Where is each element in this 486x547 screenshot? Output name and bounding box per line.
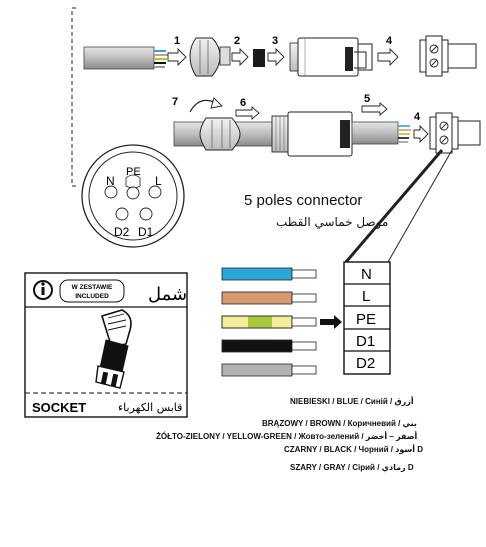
socket-arabic: قابس الكهرباء [118, 401, 182, 414]
wire-swatch-yellow-green [221, 315, 317, 329]
step-number-2: 2 [234, 35, 240, 47]
leader-line [344, 149, 444, 263]
cable-gland-nut [189, 37, 231, 77]
pin-label-l: L [155, 174, 162, 188]
legend-brown: BRĄZOWY / BROWN / Коричневий / بني [262, 419, 417, 428]
step-arrow-6 [235, 106, 260, 120]
connector-title-arabic: موصل خماسي القطب [276, 215, 388, 230]
legend-gray: SZARY / GRAY / Сірий / رمادي D [290, 463, 414, 472]
rubber-seal [253, 49, 265, 67]
thread-ring [271, 115, 289, 153]
step-arrow-1 [167, 47, 187, 67]
assembly-bracket [71, 7, 76, 187]
connector-body-assembled [287, 111, 399, 157]
step-number-1: 1 [174, 35, 180, 47]
connector-title: 5 poles connector [244, 192, 362, 209]
step-arrow-3 [267, 47, 285, 67]
wire-swatch-blue [221, 267, 317, 281]
step-arrow-5 [361, 102, 388, 116]
pinout-face [81, 144, 185, 248]
step-number-7: 7 [172, 96, 178, 108]
leader-line-2 [387, 149, 453, 263]
terminal-label-l: L [362, 288, 370, 305]
step-arrow-2 [231, 47, 249, 67]
step-arrow-4-top [377, 47, 399, 67]
wire-swatch-black [221, 339, 317, 353]
step-number-4-top: 4 [386, 35, 393, 47]
wire-swatch-gray [221, 363, 317, 377]
info-icon [33, 280, 53, 300]
included-arabic: شمل [148, 284, 187, 305]
step-number-5: 5 [364, 93, 370, 105]
wire-swatch-brown [221, 291, 317, 305]
step-number-6: 6 [240, 97, 246, 109]
stripped-cable [83, 46, 168, 70]
pin-label-n: N [106, 174, 115, 188]
terminal-label-d2: D2 [356, 355, 375, 372]
terminal-label-n: N [361, 266, 372, 283]
terminal-label-d1: D1 [356, 333, 375, 350]
wire-ends-row2 [398, 125, 411, 143]
pe-arrow [320, 315, 342, 329]
pin-label-d1: D1 [138, 225, 154, 239]
step-number-3: 3 [272, 35, 278, 47]
terminal-column [343, 261, 391, 375]
terminal-label-pe: PE [356, 311, 376, 328]
rotate-arrow-7 [189, 97, 223, 113]
step-arrow-4-bottom [413, 124, 429, 144]
terminal-block-top [419, 35, 477, 77]
gland-assembled [199, 117, 241, 151]
connector-body [289, 37, 373, 77]
legend-yellow-green: ŻÓŁTO-ZIELONY / YELLOW-GREEN / Жовто-зел… [156, 432, 418, 441]
terminal-block-bottom [429, 112, 481, 154]
step-number-4-bottom: 4 [414, 111, 421, 123]
badge-line-2: INCLUDED [75, 293, 109, 300]
pin-label-d2: D2 [114, 225, 130, 239]
socket-label: SOCKET [32, 400, 86, 415]
pin-label-pe: PE [126, 166, 141, 178]
legend-black: CZARNY / BLACK / Чорний / أسود D [284, 445, 423, 454]
included-badge [59, 279, 125, 303]
socket-plug-icon [95, 309, 132, 389]
legend-blue: NIEBIESKI / BLUE / Синій / أزرق [290, 397, 414, 406]
badge-line-1: W ZESTAWIE [72, 284, 113, 291]
